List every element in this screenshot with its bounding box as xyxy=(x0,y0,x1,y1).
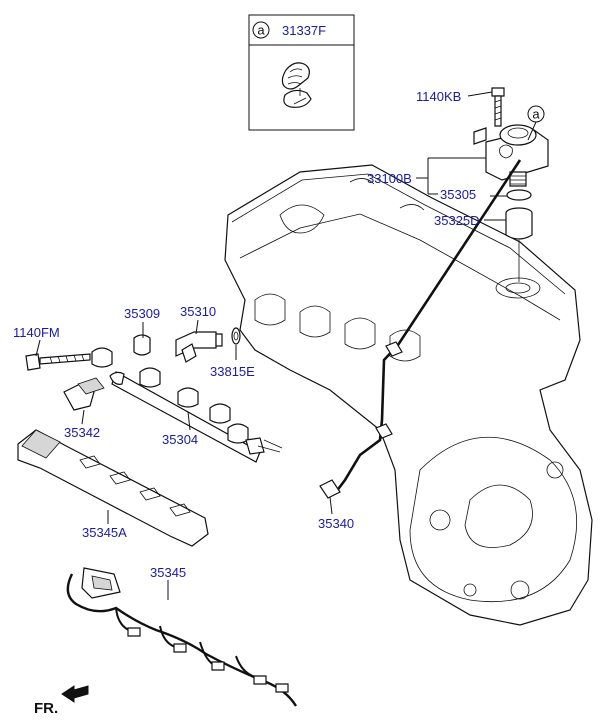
part-labels: 1140KB 33100B 35305 35325D 35309 35310 1… xyxy=(13,89,480,580)
part-label-35345A: 35345A xyxy=(82,525,127,540)
part-label-35342: 35342 xyxy=(64,425,100,440)
detail-circle xyxy=(252,21,270,39)
engine-block xyxy=(224,164,593,626)
part-label-1140KB: 1140KB xyxy=(416,89,461,104)
front-arrow-icon xyxy=(61,685,89,703)
front-indicator: FR. xyxy=(34,685,89,717)
cover-35345A xyxy=(17,429,209,547)
o-ring-35305 xyxy=(506,189,532,201)
part-label-35305: 35305 xyxy=(440,187,476,202)
detail-box-frame xyxy=(248,14,355,131)
part-label-35325D: 35325D xyxy=(434,213,480,228)
part-label-35309: 35309 xyxy=(124,306,160,321)
detail-box: a 31337F xyxy=(248,14,355,131)
part-label-33100B: 33100B xyxy=(367,171,412,186)
part-label-35345: 35345 xyxy=(150,565,186,580)
part-label-35304: 35304 xyxy=(162,432,198,447)
fuel-rail-35304 xyxy=(91,347,283,463)
tappet-35325D xyxy=(505,207,533,282)
front-indicator-text: FR. xyxy=(34,700,58,717)
injector-35310 xyxy=(175,331,223,363)
bolt-1140FM xyxy=(25,353,91,371)
wiring-harness-35345 xyxy=(66,567,298,707)
part-label-33815E: 33815E xyxy=(210,364,255,379)
bracket-35309 xyxy=(133,334,151,356)
pressure-sensor-35342 xyxy=(63,377,105,411)
part-label-35310: 35310 xyxy=(180,304,216,319)
part-label-35340: 35340 xyxy=(318,516,354,531)
clip-31337F xyxy=(281,62,312,108)
fuel-pump: a xyxy=(473,105,549,187)
seal-33815E xyxy=(231,327,241,345)
part-label-31337F: 31337F xyxy=(282,23,326,38)
pipe-fitting-lower xyxy=(319,479,341,499)
detail-circle-letter: a xyxy=(257,23,265,38)
leader-lines xyxy=(35,91,507,600)
bolt-1140KB xyxy=(491,87,505,127)
part-label-1140FM: 1140FM xyxy=(13,325,60,340)
callout-letter: a xyxy=(532,107,540,122)
